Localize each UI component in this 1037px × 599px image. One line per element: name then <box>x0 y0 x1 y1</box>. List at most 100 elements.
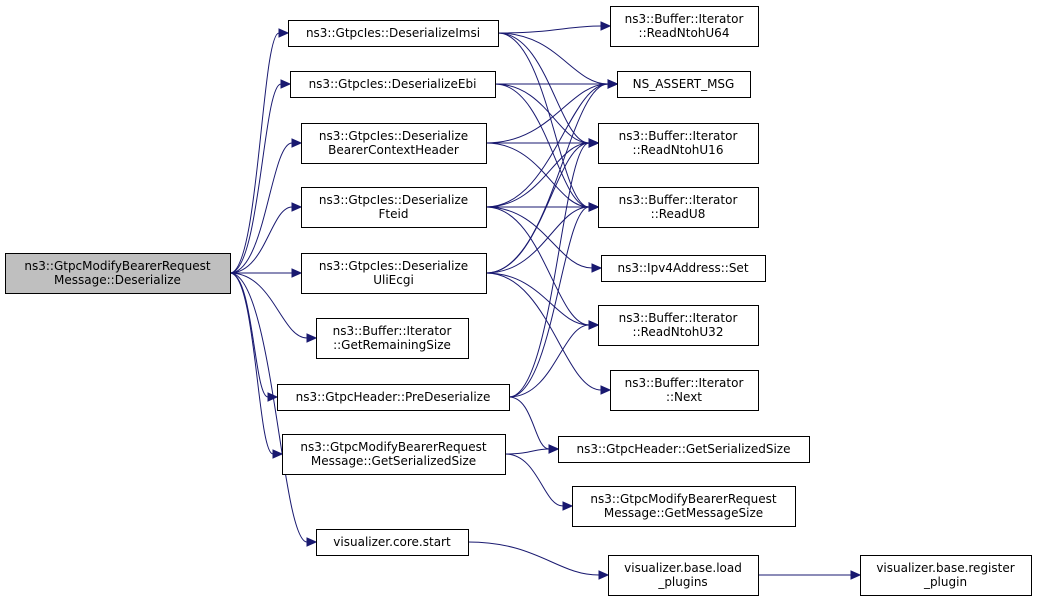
node-u32[interactable]: ns3::Buffer::Iterator::ReadNtohU32 <box>598 305 759 346</box>
node-label: ::ReadNtohU64 <box>639 26 730 40</box>
edge-line <box>485 206 590 274</box>
edge-line <box>497 32 590 144</box>
edge-line <box>485 272 602 391</box>
node-box <box>610 370 759 411</box>
edge-root-to-remaining <box>229 272 318 343</box>
node-box <box>301 253 487 294</box>
node-label: UliEcgi <box>373 273 414 287</box>
node-label: visualizer.core.start <box>333 535 451 549</box>
node-box <box>316 318 469 359</box>
node-label: ns3::Buffer::Iterator <box>333 324 452 338</box>
node-root[interactable]: ns3::GtpcModifyBearerRequestMessage::Des… <box>5 253 231 294</box>
edge-predeser-to-u32 <box>508 320 600 398</box>
edge-line <box>229 272 274 455</box>
edge-line <box>497 25 602 34</box>
edge-line <box>485 206 590 326</box>
node-label: ns3::GtpcIes::Deserialize <box>319 129 468 143</box>
arrowhead-icon <box>598 570 610 580</box>
edge-line <box>504 453 564 507</box>
node-label: BearerContextHeader <box>328 143 459 157</box>
node-box <box>282 434 506 475</box>
edge-line <box>508 206 590 398</box>
node-label: ::ReadNtohU32 <box>633 325 724 339</box>
edge-root-to-predeser <box>229 272 279 402</box>
edge-line <box>485 142 590 208</box>
edge-root-to-imsi <box>229 28 290 274</box>
node-box <box>301 123 487 164</box>
edge-line <box>229 83 282 274</box>
edge-root-to-ebi <box>229 79 292 274</box>
edges-layer <box>229 21 862 580</box>
arrowhead-icon <box>591 263 603 273</box>
edge-line <box>494 83 590 208</box>
edge-line <box>497 32 590 208</box>
arrowhead-icon <box>600 21 612 31</box>
node-msgsize[interactable]: ns3::GtpcModifyBearerRequestMessage::Get… <box>572 486 796 527</box>
edge-bch-to-u8 <box>485 142 600 212</box>
arrowhead-icon <box>291 268 303 278</box>
node-label: ::GetRemainingSize <box>333 338 451 352</box>
edge-line <box>229 272 269 398</box>
node-box <box>277 384 510 411</box>
arrowhead-icon <box>588 202 600 212</box>
node-ebi[interactable]: ns3::GtpcIes::DeserializeEbi <box>290 71 496 98</box>
node-u16[interactable]: ns3::Buffer::Iterator::ReadNtohU16 <box>598 123 759 164</box>
node-box <box>598 123 759 164</box>
node-label: Fteid <box>379 207 409 221</box>
node-imsi[interactable]: ns3::GtpcIes::DeserializeImsi <box>288 20 499 47</box>
edge-line <box>229 32 280 274</box>
node-predeser[interactable]: ns3::GtpcHeader::PreDeserialize <box>277 384 510 411</box>
edge-line <box>229 272 308 339</box>
node-label: visualizer.base.load <box>624 561 742 575</box>
node-registerplugin[interactable]: visualizer.base.register_plugin <box>860 555 1032 596</box>
node-remaining[interactable]: ns3::Buffer::Iterator::GetRemainingSize <box>316 318 469 359</box>
node-box <box>601 255 766 282</box>
node-u8[interactable]: ns3::Buffer::Iterator::ReadU8 <box>598 187 759 228</box>
node-bch[interactable]: ns3::GtpcIes::DeserializeBearerContextHe… <box>301 123 487 164</box>
node-ipv4set[interactable]: ns3::Ipv4Address::Set <box>601 255 766 282</box>
node-loadplugins[interactable]: visualizer.base.load_plugins <box>608 555 759 596</box>
edge-line <box>229 206 293 274</box>
node-box <box>301 187 487 228</box>
edge-uli-to-assert <box>485 79 619 274</box>
node-next[interactable]: ns3::Buffer::Iterator::Next <box>610 370 759 411</box>
edge-msgsersize-to-msgsize <box>504 453 574 511</box>
edge-uli-to-next <box>485 272 612 395</box>
node-label: ns3::Buffer::Iterator <box>625 376 744 390</box>
node-vstart[interactable]: visualizer.core.start <box>316 529 469 556</box>
node-hdrsersize[interactable]: ns3::GtpcHeader::GetSerializedSize <box>558 436 810 463</box>
arrowhead-icon <box>607 79 619 89</box>
edge-uli-to-u32 <box>485 272 600 330</box>
edge-line <box>508 396 550 450</box>
arrowhead-icon <box>306 537 318 547</box>
edge-line <box>485 206 593 269</box>
node-label: ns3::GtpcHeader::GetSerializedSize <box>577 442 791 456</box>
node-label: visualizer.base.register <box>876 561 1014 575</box>
node-label: ns3::GtpcHeader::PreDeserialize <box>296 390 491 404</box>
arrowhead-icon <box>278 28 290 38</box>
node-u64[interactable]: ns3::Buffer::Iterator::ReadNtohU64 <box>610 6 759 47</box>
edge-line <box>508 324 590 398</box>
node-assert[interactable]: NS_ASSERT_MSG <box>617 71 751 98</box>
arrowhead-icon <box>562 501 574 511</box>
node-label: Message::GetMessageSize <box>604 506 763 520</box>
edge-fteid-to-u16 <box>485 138 600 208</box>
node-msgsersize[interactable]: ns3::GtpcModifyBearerRequestMessage::Get… <box>282 434 506 475</box>
edge-predeser-to-u16 <box>508 138 600 398</box>
edge-line <box>485 142 590 274</box>
node-label: ::ReadNtohU16 <box>633 143 724 157</box>
arrowhead-icon <box>306 333 318 343</box>
arrowhead-icon <box>600 385 612 395</box>
node-label: ns3::GtpcIes::Deserialize <box>319 193 468 207</box>
node-box <box>598 187 759 228</box>
node-box <box>290 71 496 98</box>
edge-msgsersize-to-hdrsersize <box>504 444 560 455</box>
edge-line <box>504 448 550 455</box>
edge-line <box>494 83 590 144</box>
edge-vstart-to-loadplugins <box>467 541 610 580</box>
node-label: ns3::Buffer::Iterator <box>625 12 744 26</box>
